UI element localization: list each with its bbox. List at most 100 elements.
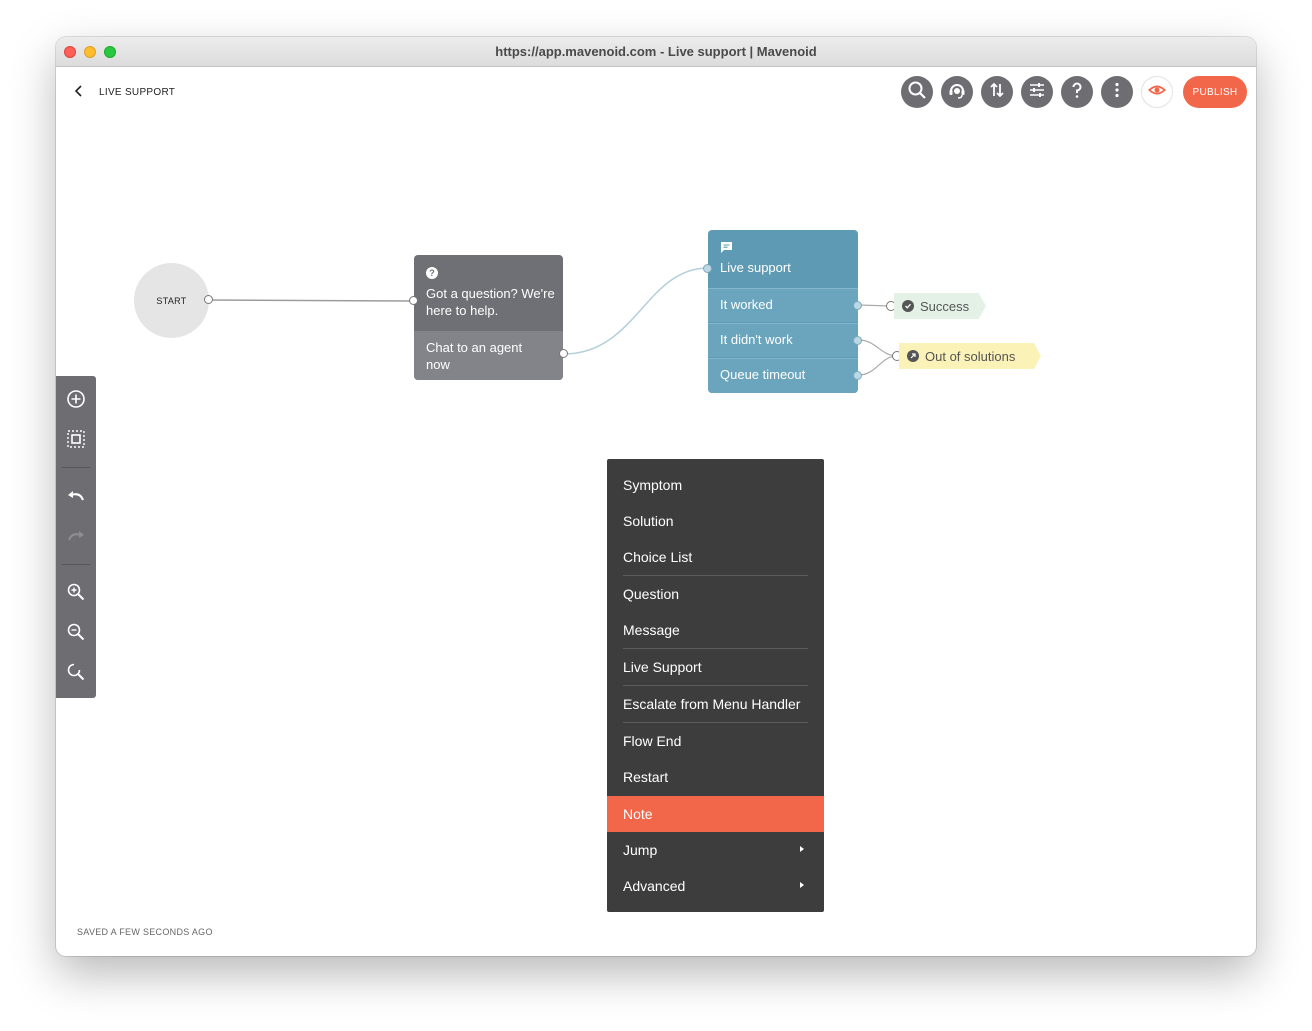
question-option-label: Chat to an agent now <box>426 340 523 372</box>
toolbar-divider <box>62 467 90 468</box>
edge-start-to-question <box>208 299 415 302</box>
edge-timeout-to-oos <box>858 355 898 376</box>
menu-item-label: Advanced <box>623 878 686 894</box>
settings-sliders-icon <box>1027 80 1047 105</box>
menu-item-label: Note <box>623 806 653 822</box>
zoom-out-icon[interactable] <box>64 620 88 644</box>
browser-window: https://app.mavenoid.com - Live support … <box>56 37 1256 956</box>
out-of-solutions-end-tag[interactable]: Out of solutions <box>899 343 1041 369</box>
edge-worked-to-success <box>858 304 891 307</box>
it-worked-output-port[interactable] <box>853 301 862 310</box>
live-support-input-port[interactable] <box>703 264 712 273</box>
edge-question-to-live <box>563 267 709 355</box>
check-icon <box>902 300 914 312</box>
zoom-reset-icon[interactable] <box>64 660 88 684</box>
menu-item-label: Question <box>623 586 680 602</box>
live-support-node[interactable]: Live support It worked It didn't work Qu… <box>708 230 858 393</box>
sort-button[interactable] <box>981 76 1013 108</box>
chevron-right-icon <box>800 882 804 888</box>
menu-item-jump[interactable]: Jump <box>607 832 824 868</box>
minimize-window-button[interactable] <box>84 46 96 58</box>
start-output-port[interactable] <box>204 295 213 304</box>
page-title[interactable]: LIVE SUPPORT <box>99 87 176 98</box>
menu-item-choice-list[interactable]: Choice List <box>607 539 824 575</box>
question-icon: ? <box>426 267 438 279</box>
menu-item-advanced[interactable]: Advanced <box>607 868 824 904</box>
chevron-right-icon <box>800 846 804 852</box>
option-it-didnt-work[interactable]: It didn't work <box>708 323 858 357</box>
option-it-worked[interactable]: It worked <box>708 288 858 322</box>
more-button[interactable] <box>1101 76 1133 108</box>
add-node-icon[interactable] <box>64 387 88 411</box>
preview-button[interactable] <box>1141 76 1173 108</box>
question-option-output-port[interactable] <box>559 349 568 358</box>
agent-icon <box>947 80 967 105</box>
menu-item-message[interactable]: Message <box>607 612 824 648</box>
menu-divider <box>623 575 808 576</box>
menu-item-flow-end[interactable]: Flow End <box>607 723 824 759</box>
chat-icon <box>720 241 733 259</box>
menu-item-label: Flow End <box>623 733 682 749</box>
chevron-left-icon[interactable] <box>74 85 84 100</box>
select-area-icon[interactable] <box>64 427 88 451</box>
more-vertical-icon <box>1107 80 1127 105</box>
menu-item-label: Jump <box>623 842 658 858</box>
question-option[interactable]: Chat to an agent now <box>414 331 563 380</box>
zoom-in-icon[interactable] <box>64 580 88 604</box>
menu-item-label: Solution <box>623 513 674 529</box>
help-button[interactable] <box>1061 76 1093 108</box>
question-text: Got a question? We're here to help. <box>426 286 555 318</box>
menu-item-question[interactable]: Question <box>607 576 824 612</box>
question-node-header: ? Got a question? We're here to help. <box>414 255 563 330</box>
maximize-window-button[interactable] <box>104 46 116 58</box>
it-didnt-work-output-port[interactable] <box>853 336 862 345</box>
flow-edges <box>208 267 898 376</box>
menu-divider <box>623 722 808 723</box>
search-icon <box>907 80 927 105</box>
menu-divider <box>623 685 808 686</box>
settings-button[interactable] <box>1021 76 1053 108</box>
success-label: Success <box>920 298 970 314</box>
menu-item-note[interactable]: Note <box>607 796 824 832</box>
option-label: Queue timeout <box>720 367 806 382</box>
out-of-solutions-label: Out of solutions <box>925 348 1016 364</box>
menu-divider <box>623 648 808 649</box>
menu-item-live-support[interactable]: Live Support <box>607 649 824 685</box>
close-window-button[interactable] <box>64 46 76 58</box>
menu-item-label: Choice List <box>623 549 693 565</box>
search-button[interactable] <box>901 76 933 108</box>
undo-icon[interactable] <box>64 484 88 508</box>
save-status: SAVED A FEW SECONDS AGO <box>77 927 213 937</box>
live-support-title: Live support <box>720 260 791 275</box>
menu-item-label: Message <box>623 622 680 638</box>
eye-icon <box>1148 81 1166 104</box>
menu-item-label: Symptom <box>623 477 683 493</box>
agent-button[interactable] <box>941 76 973 108</box>
menu-item-escalate-from-menu-handler[interactable]: Escalate from Menu Handler <box>607 686 824 722</box>
start-node[interactable]: START <box>134 263 209 338</box>
publish-button[interactable]: PUBLISH <box>1183 76 1247 108</box>
canvas-toolbar <box>56 376 96 698</box>
option-label: It didn't work <box>720 332 793 347</box>
arrow-out-icon <box>907 350 919 362</box>
start-label: START <box>156 295 187 306</box>
add-node-context-menu: Symptom Solution Choice List Question Me… <box>607 459 824 912</box>
sort-icon <box>987 80 1007 105</box>
option-queue-timeout[interactable]: Queue timeout <box>708 358 858 393</box>
option-label: It worked <box>720 297 773 312</box>
redo-icon[interactable] <box>64 524 88 548</box>
toolbar-divider <box>62 564 90 565</box>
window-title: https://app.mavenoid.com - Live support … <box>495 44 817 59</box>
title-bar: https://app.mavenoid.com - Live support … <box>56 37 1256 67</box>
question-input-port[interactable] <box>409 296 418 305</box>
question-node[interactable]: ? Got a question? We're here to help. Ch… <box>414 255 563 380</box>
live-support-header: Live support <box>708 230 858 286</box>
menu-item-solution[interactable]: Solution <box>607 503 824 539</box>
help-icon <box>1067 80 1087 105</box>
menu-item-label: Live Support <box>623 659 702 675</box>
queue-timeout-output-port[interactable] <box>853 371 862 380</box>
menu-item-restart[interactable]: Restart <box>607 759 824 795</box>
menu-item-symptom[interactable]: Symptom <box>607 467 824 503</box>
success-end-tag[interactable]: Success <box>894 293 986 319</box>
menu-item-label: Restart <box>623 769 669 785</box>
